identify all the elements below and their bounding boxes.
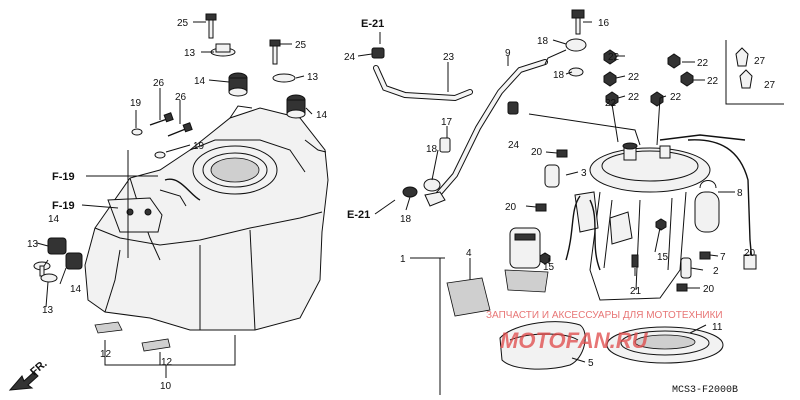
callout-2: 2 — [713, 266, 719, 277]
callout-24: 24 — [344, 52, 356, 63]
callout-13: 13 — [184, 48, 196, 59]
callout-22: 22 — [628, 72, 640, 83]
callout-5: 5 — [588, 358, 594, 369]
assembly-bracket — [410, 257, 445, 395]
callout-27: 27 — [754, 56, 766, 67]
callout-20: 20 — [744, 248, 756, 259]
fuel-pump-assembly — [504, 134, 757, 301]
diagram-code: MCS3-F2000B — [672, 385, 738, 396]
callout-22: 22 — [605, 98, 617, 109]
callout-11: 11 — [712, 322, 723, 333]
callout-16: 16 — [598, 18, 610, 29]
right-leaders — [357, 21, 735, 363]
callout-26: 26 — [175, 92, 187, 103]
callout-22: 22 — [707, 76, 719, 87]
left-leaders — [36, 21, 313, 378]
callout-18: 18 — [553, 70, 565, 81]
callout-15: 15 — [657, 252, 669, 263]
callout-20: 20 — [703, 284, 715, 295]
fuel-tank — [84, 105, 329, 352]
callout-19: 19 — [130, 98, 142, 109]
watermark: ЗАПЧАСТИ И АКСЕССУАРЫ ДЛЯ МОТОТЕХНИКИ MO… — [486, 310, 723, 353]
callout-15: 15 — [543, 262, 555, 273]
callout-18: 18 — [426, 144, 438, 155]
watermark-line2: MOTOFAN.RU — [500, 328, 649, 353]
callout-9: 9 — [505, 48, 511, 59]
callout-4: 4 — [466, 248, 472, 259]
callout-22: 22 — [697, 58, 709, 69]
callout-20: 20 — [505, 202, 517, 213]
callout-18: 18 — [400, 214, 412, 225]
callout-17: 17 — [441, 117, 453, 128]
callout-1: 1 — [400, 254, 406, 265]
callout-18: 18 — [537, 36, 549, 47]
fuel-hoses — [371, 9, 587, 207]
callout-10: 10 — [160, 381, 172, 392]
callout-14: 14 — [48, 214, 60, 225]
callout-27: 27 — [764, 80, 776, 91]
callout-24: 24 — [508, 140, 520, 151]
ref-e21-top: E-21 — [361, 18, 384, 30]
callout-26: 26 — [153, 78, 165, 89]
ref-f19-b: F-19 — [52, 200, 75, 212]
callout-25: 25 — [295, 40, 307, 51]
callout-14: 14 — [70, 284, 82, 295]
callout-21: 21 — [630, 286, 642, 297]
callout-19: 19 — [193, 141, 205, 152]
callout-13: 13 — [307, 72, 319, 83]
callout-22: 22 — [670, 92, 682, 103]
callout-22: 22 — [608, 52, 620, 63]
callout-12: 12 — [100, 349, 112, 360]
callout-labels: 25 13 14 26 26 19 19 25 13 14 14 13 14 1… — [27, 18, 776, 392]
callout-25: 25 — [177, 18, 189, 29]
front-arrow — [8, 371, 39, 391]
callout-7: 7 — [720, 252, 726, 263]
watermark-line1: ЗАПЧАСТИ И АКСЕССУАРЫ ДЛЯ МОТОТЕХНИКИ — [486, 310, 723, 321]
callout-20: 20 — [531, 147, 543, 158]
callout-14: 14 — [316, 110, 328, 121]
ref-e21-bottom: E-21 — [347, 209, 370, 221]
callout-13: 13 — [27, 239, 39, 250]
callout-22: 22 — [628, 92, 640, 103]
callout-8: 8 — [737, 188, 743, 199]
callout-12: 12 — [161, 357, 173, 368]
pump-lower-parts — [446, 277, 724, 370]
ref-f19-a: F-19 — [52, 171, 75, 183]
callout-23: 23 — [443, 52, 455, 63]
callout-3: 3 — [581, 168, 587, 179]
callout-13: 13 — [42, 305, 54, 316]
callout-14: 14 — [194, 76, 206, 87]
